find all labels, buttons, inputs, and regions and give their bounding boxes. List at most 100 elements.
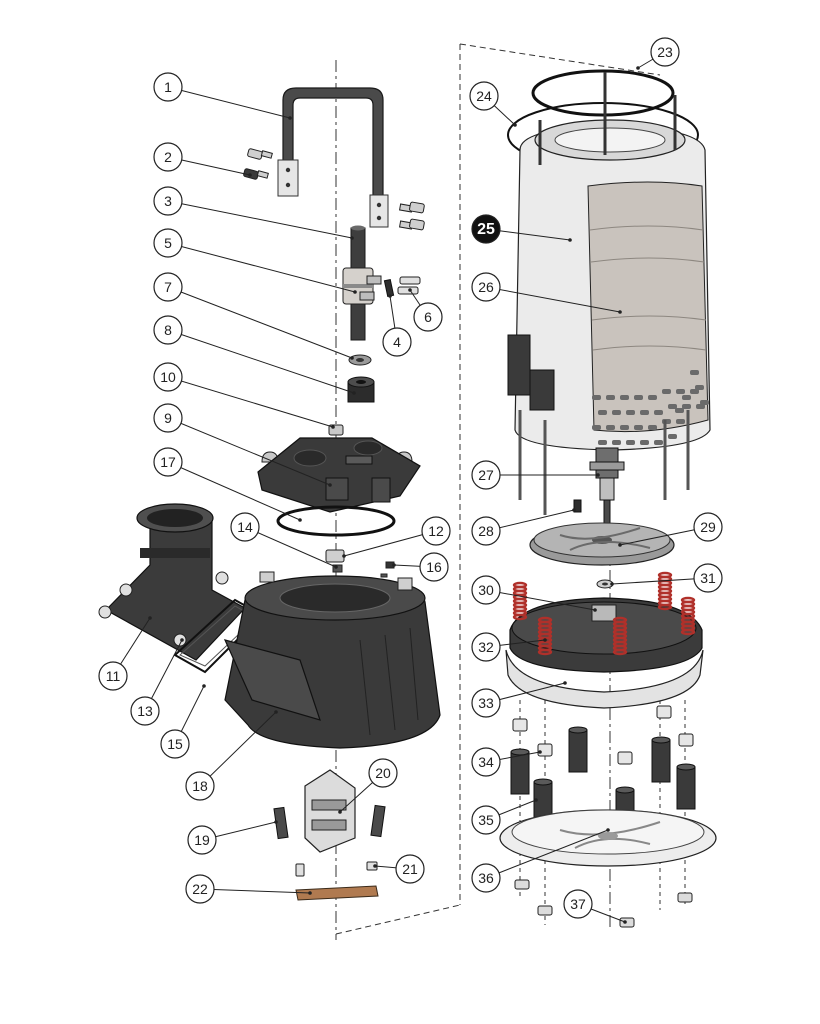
callout-label: 7 [164,279,172,295]
key [383,278,395,298]
callout-circle [395,854,425,884]
base-screws [295,861,378,877]
callout-leader [167,242,356,293]
callout-label: 17 [160,454,176,470]
callout-22: 22 [185,874,312,904]
callout-12: 12 [342,516,451,558]
callout-circle [469,81,499,111]
callout-circle [471,214,501,244]
callout-label: 8 [164,322,172,338]
spacer-top [615,786,635,794]
callout-label: 15 [167,736,183,752]
callout-dot [274,710,278,714]
callout-29: 29 [618,512,723,547]
nut [512,718,528,732]
callout-leader [619,526,709,546]
callout-leader [167,286,353,359]
callout-34: 34 [471,747,542,777]
seal-key [573,499,582,513]
callout-18: 18 [185,710,278,801]
callout-27: 27 [471,460,600,490]
callout-circle [185,771,215,801]
callout-dot [408,288,412,292]
callout-label: 9 [164,410,172,426]
callout-26: 26 [471,272,622,314]
callout-dot [350,356,354,360]
callout-leader [167,329,355,394]
callout-label: 10 [160,369,176,385]
callout-7: 7 [153,272,354,360]
callout-label: 2 [164,149,172,165]
callout-label: 27 [478,467,494,483]
callout-label: 29 [700,519,716,535]
small-fasteners [325,549,395,578]
clips [273,804,386,840]
callout-9: 9 [153,403,332,487]
callout-dot [568,238,572,242]
callout-circle [368,758,398,788]
callout-25: 25 [471,214,572,244]
callout-dot [572,508,576,512]
callout-circle [471,747,501,777]
callout-leader [167,200,353,239]
callout-5: 5 [153,228,357,294]
o-ring-17 [276,505,396,537]
handle-screws-right [398,201,425,231]
callout-label: 19 [194,832,210,848]
coupling-screws [397,276,421,295]
callout-20: 20 [338,758,398,814]
callout-dot [353,290,357,294]
lower-ring [505,649,704,709]
callout-circle [153,186,183,216]
nut [678,733,694,747]
callout-24: 24 [469,81,517,127]
callout-circle [693,563,723,593]
coupling [342,267,382,305]
cable-gland [507,334,555,411]
spacer [510,751,530,795]
callout-dot [148,616,152,620]
callout-circle [471,516,501,546]
callout-label: 6 [424,309,432,325]
spacer-top [568,726,588,734]
bearing-bush [347,376,375,403]
callout-label: 32 [478,639,494,655]
base-plate [509,597,703,673]
bottom-plate [499,809,717,867]
callout-circle [153,228,183,258]
mechanical-seal [589,447,625,531]
o-ring-23 [531,69,675,117]
callout-circle [693,512,723,542]
callout-circle [563,889,593,919]
callout-8: 8 [153,315,356,395]
callout-label: 37 [570,896,586,912]
stator-sleeve [587,181,709,433]
callout-circle [153,362,183,392]
callout-dot [513,123,517,127]
callout-dot [308,891,312,895]
callout-circle [160,729,190,759]
spacer-top [651,736,671,744]
callout-dot [180,638,184,642]
callout-30: 30 [471,575,597,612]
float-switch [304,769,356,853]
callout-13: 13 [130,638,184,726]
right-top-line [459,43,661,76]
callout-19: 19 [187,820,278,855]
callout-leader [199,888,311,894]
callout-circle [650,37,680,67]
callout-circle [471,863,501,893]
spacers [510,726,696,833]
callout-leader [167,417,331,486]
callout-leader [167,376,334,428]
callout-dot [328,483,332,487]
callout-37: 37 [563,889,627,924]
callout-15: 15 [160,684,206,759]
callout-circle [153,315,183,345]
callout-label: 11 [106,668,121,684]
callout-circle [471,272,501,302]
callout-circle [419,552,449,582]
callout-6: 6 [408,288,443,332]
callout-dot [534,798,538,802]
